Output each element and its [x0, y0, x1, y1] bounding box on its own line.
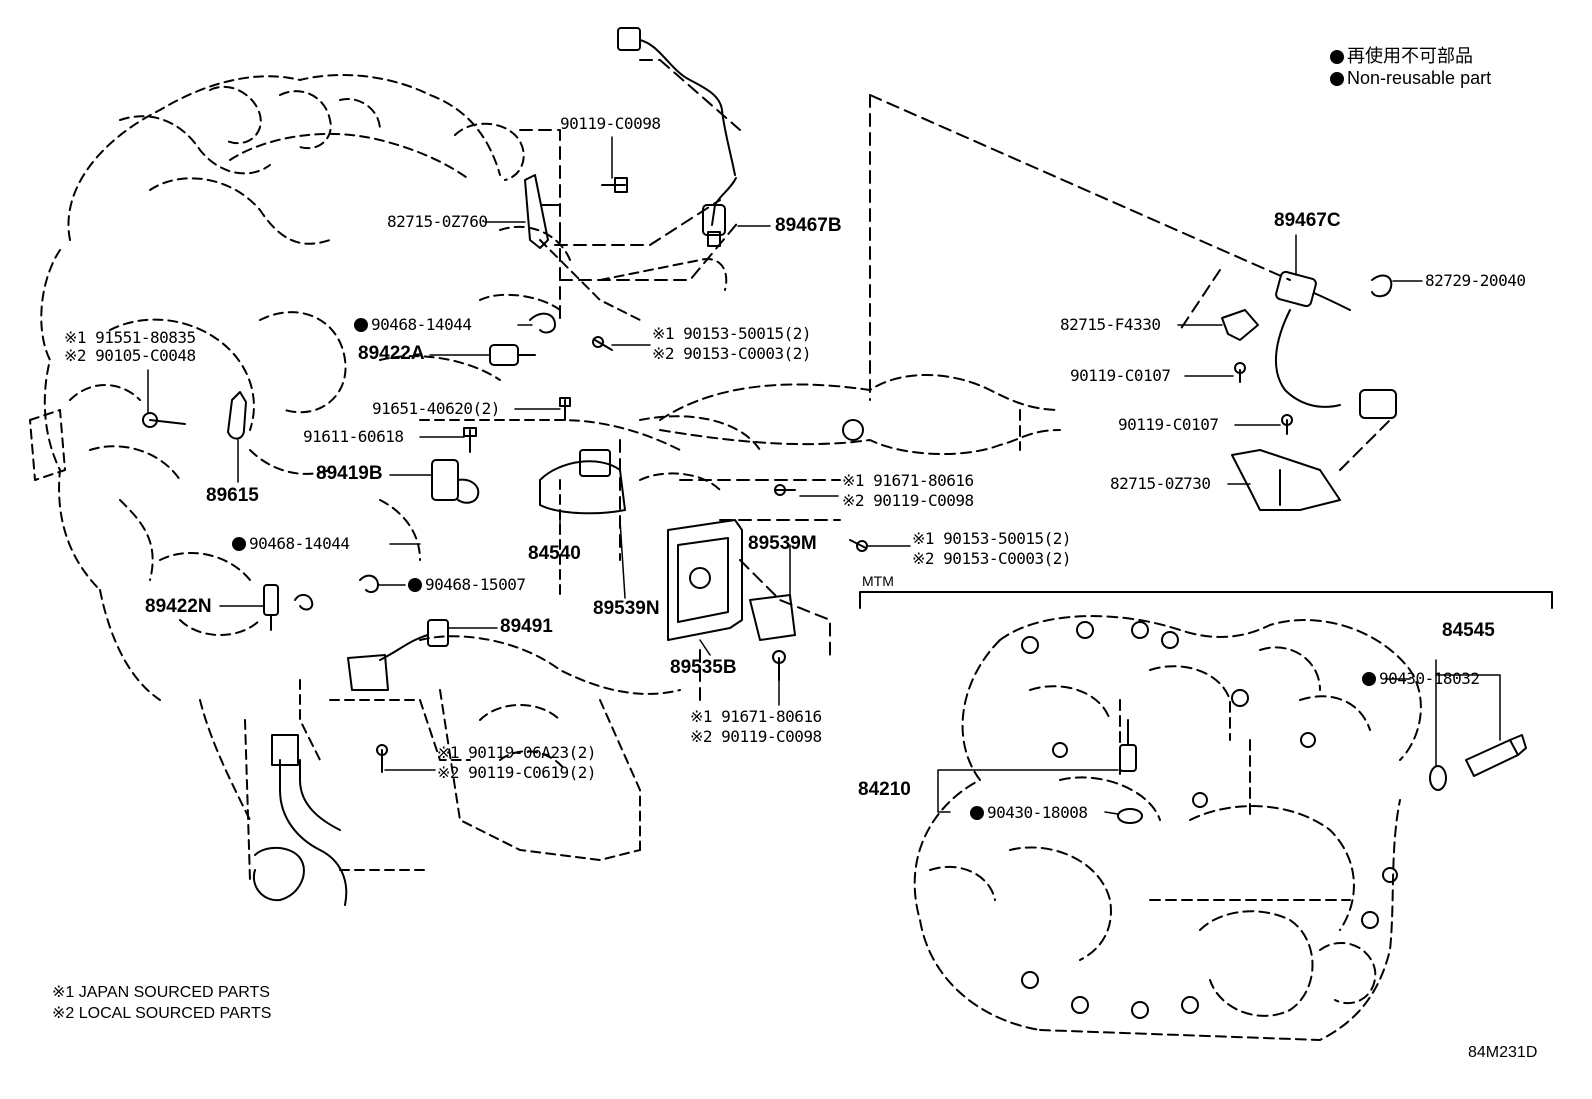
part-label[interactable]: 90119-C0107 [1118, 415, 1219, 434]
part-label[interactable]: 89615 [206, 485, 259, 506]
clip-90468-15007-shape [359, 574, 379, 594]
part-label[interactable]: 89539N [593, 598, 660, 619]
bolt-90119-06A23-shape [376, 744, 388, 773]
bolt-91671-b-shape [772, 650, 786, 681]
part-label[interactable]: 82715-0Z730 [1110, 474, 1211, 493]
legend-jp: 再使用不可部品 [1330, 42, 1473, 68]
part-label[interactable]: 91651-40620(2) [372, 399, 500, 418]
part-label[interactable]: 89467C [1274, 210, 1341, 231]
mtm-bracket-line [859, 591, 1553, 609]
mtm-transaxle-drawing [913, 615, 1422, 1041]
non-reusable-dot-icon [408, 578, 422, 592]
sensor-89615-shape [142, 391, 247, 440]
non-reusable-dot-icon [970, 806, 984, 820]
part-label-non-reusable[interactable]: 90430-18008 [970, 804, 1088, 822]
coolant-hose-drawing [252, 734, 348, 906]
non-reusable-dot-icon [1330, 72, 1344, 86]
non-reusable-dot-icon [354, 318, 368, 332]
part-label[interactable]: ※2 90153-C0003(2) [652, 344, 812, 363]
sensor-89422A-shape [489, 344, 536, 366]
sensor-89467C-shape [1274, 270, 1397, 419]
part-label[interactable]: 91611-60618 [303, 427, 404, 446]
bolt-90153-b-shape [849, 539, 868, 552]
bolt-90153-a-shape [592, 336, 613, 351]
part-label[interactable]: ※1 91671-80616 [690, 707, 822, 726]
assembly-boundary [519, 59, 1391, 701]
switch-84545-shape [1465, 734, 1527, 777]
leader-lines [147, 136, 1501, 815]
legend-en: Non-reusable part [1330, 68, 1491, 89]
part-label[interactable]: ※2 90119-C0098 [842, 491, 974, 510]
part-label[interactable]: 84540 [528, 543, 581, 564]
mtm-bolt-holes [1021, 621, 1398, 1019]
footnote-local-sourced: ※2 LOCAL SOURCED PARTS [52, 1005, 272, 1022]
part-label[interactable]: 90119-C0107 [1070, 366, 1171, 385]
part-label[interactable]: ※1 90153-50015(2) [652, 324, 812, 343]
part-label[interactable]: ※2 90105-C0048 [64, 346, 196, 365]
part-label[interactable]: ※1 91551-80835 [64, 328, 196, 347]
part-label[interactable]: 89535B [670, 657, 737, 678]
bolt-91671-a-shape [774, 484, 796, 496]
mtm-section-label: MTM [862, 573, 894, 589]
sensor-89419B-shape [431, 459, 480, 504]
part-label[interactable]: ※1 90153-50015(2) [912, 529, 1072, 548]
engine-assembly-drawing [29, 74, 761, 881]
gasket-90430-18008-shape [1117, 808, 1143, 824]
part-label[interactable]: 84545 [1442, 620, 1495, 641]
bolt-90119-C0107-b-shape [1281, 414, 1293, 435]
part-label[interactable]: 89422N [145, 596, 212, 617]
part-label[interactable]: 82715-F4330 [1060, 315, 1161, 334]
clip-90468-14044-a-shape [529, 312, 556, 334]
sensor-89491-shape [347, 619, 449, 691]
part-label[interactable]: ※1 90119-06A23(2) [437, 743, 597, 762]
non-reusable-dot-icon [232, 537, 246, 551]
part-label[interactable]: 89467B [775, 215, 842, 236]
part-label[interactable]: ※2 90119-C0098 [690, 727, 822, 746]
bracket-82715-0Z730-shape [1231, 449, 1341, 511]
non-reusable-dot-icon [1362, 672, 1376, 686]
clip-82729-20040-shape [1371, 274, 1393, 298]
bracket-89539M-shape [749, 594, 796, 641]
module-89535B-shape [667, 519, 743, 641]
exhaust-pipe-drawing [659, 374, 1061, 456]
bolt-91611-shape [463, 427, 477, 453]
part-label-non-reusable[interactable]: 90430-18032 [1362, 670, 1480, 688]
part-label[interactable]: 89422A [358, 343, 425, 364]
part-label[interactable]: 89491 [500, 616, 553, 637]
drawing-code: 84M231D [1468, 1044, 1538, 1061]
part-label[interactable]: 90119-C0098 [560, 114, 661, 133]
bolt-91651-shape [559, 397, 571, 421]
bolt-90119-C0098-top-shape [601, 177, 628, 193]
clip-90468-14044-b-shape [294, 594, 314, 611]
part-label-non-reusable[interactable]: 90468-14044 [232, 535, 350, 553]
part-label[interactable]: 82715-0Z760 [387, 212, 488, 231]
part-label[interactable]: ※2 90153-C0003(2) [912, 549, 1072, 568]
sensor-89467B-shape [617, 27, 737, 247]
part-label[interactable]: 84210 [858, 779, 911, 800]
non-reusable-dot-icon [1330, 50, 1344, 64]
switch-84210-shape [1119, 719, 1137, 772]
part-label[interactable]: 89539M [748, 533, 817, 554]
part-label-non-reusable[interactable]: 90468-14044 [354, 316, 472, 334]
part-label[interactable]: 89419B [316, 463, 383, 484]
gasket-ring-shape [842, 419, 864, 441]
part-label[interactable]: 82729-20040 [1425, 271, 1526, 290]
sensor-89422N-shape [263, 584, 279, 631]
footnote-japan-sourced: ※1 JAPAN SOURCED PARTS [52, 984, 270, 1001]
switch-84540-shape [539, 449, 626, 515]
part-label-non-reusable[interactable]: 90468-15007 [408, 576, 526, 594]
bracket-82715-0Z760-shape [524, 174, 561, 249]
part-label[interactable]: ※2 90119-C0619(2) [437, 763, 597, 782]
part-label[interactable]: ※1 91671-80616 [842, 471, 974, 490]
bracket-82715-F4330-shape [1221, 309, 1259, 341]
bolt-90119-C0107-a-shape [1234, 362, 1246, 383]
gasket-90430-18032-shape [1429, 765, 1447, 791]
